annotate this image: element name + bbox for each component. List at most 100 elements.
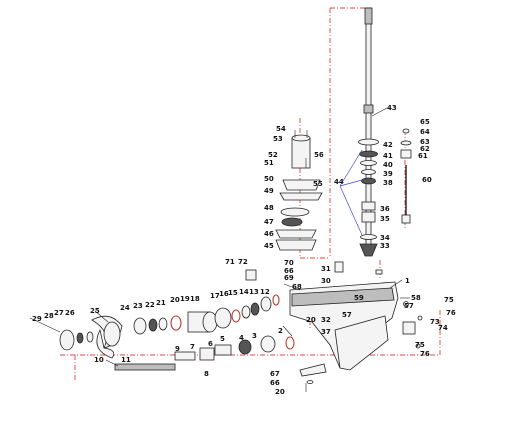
oring-21 xyxy=(170,315,182,331)
shift-block-74 xyxy=(402,321,416,335)
sleeve-36 xyxy=(361,201,376,211)
label-52: 52 xyxy=(268,151,278,159)
label-21: 21 xyxy=(156,299,166,307)
label-42: 42 xyxy=(383,141,393,149)
label-54: 54 xyxy=(276,125,286,133)
leader-2 xyxy=(282,325,293,337)
propeller-assembly xyxy=(59,269,280,359)
label-8: 8 xyxy=(204,370,209,378)
label-34: 34 xyxy=(380,234,390,242)
label-25: 25 xyxy=(90,307,100,315)
leader-43 xyxy=(371,107,388,117)
skeg-section xyxy=(334,315,389,371)
bearing-38 xyxy=(361,177,376,185)
label-70: 70 xyxy=(284,259,294,267)
label-11: 11 xyxy=(121,356,131,364)
washer-39 xyxy=(361,169,376,175)
shift-parts xyxy=(400,297,423,349)
label-57b: 57 xyxy=(404,302,414,310)
washer-15 xyxy=(241,305,251,319)
label-63: 63 xyxy=(420,138,430,146)
nut-57 xyxy=(403,301,409,307)
bearing-41 xyxy=(359,150,378,158)
anode-67 xyxy=(299,363,327,377)
part-number-labels: 1 2 3 4 5 6 7 8 9 10 11 12 13 14 15 16 1… xyxy=(32,104,456,396)
label-23: 23 xyxy=(133,302,143,310)
label-4: 4 xyxy=(239,334,244,342)
label-30: 30 xyxy=(321,277,331,285)
label-28: 28 xyxy=(44,312,54,320)
label-27: 27 xyxy=(54,309,64,317)
washer-40 xyxy=(360,160,377,166)
label-68: 68 xyxy=(292,283,302,291)
hub-29 xyxy=(59,329,75,351)
label-5: 5 xyxy=(220,335,225,343)
screw-75 xyxy=(417,315,423,321)
propeller-shaft-assembly xyxy=(114,335,295,371)
part-72 xyxy=(245,269,257,281)
oring-16 xyxy=(231,309,241,323)
pump-housing-53 xyxy=(291,137,311,169)
label-60: 60 xyxy=(422,176,432,184)
label-15: 15 xyxy=(228,289,238,297)
clutch-6 xyxy=(214,344,232,356)
prop-shaft-10 xyxy=(114,363,176,371)
label-53: 53 xyxy=(273,135,283,143)
label-49: 49 xyxy=(264,187,274,195)
label-36: 36 xyxy=(380,205,390,213)
label-3: 3 xyxy=(252,332,257,340)
spacer-24 xyxy=(133,317,147,335)
label-29: 29 xyxy=(32,315,42,323)
water-pump xyxy=(275,130,363,251)
label-20a: 20 xyxy=(170,296,180,304)
label-17: 17 xyxy=(210,292,220,300)
label-38: 38 xyxy=(383,179,393,187)
label-31: 31 xyxy=(321,265,331,273)
label-66b: 66 xyxy=(270,379,280,387)
label-46: 46 xyxy=(264,230,274,238)
label-57a: 57 xyxy=(342,311,352,319)
bearing-14 xyxy=(250,302,260,316)
impeller-50 xyxy=(282,179,321,191)
label-24: 24 xyxy=(120,304,130,312)
label-74: 74 xyxy=(438,324,448,332)
label-64: 64 xyxy=(420,128,430,136)
seal-63 xyxy=(400,140,412,146)
label-20c: 20 xyxy=(275,388,285,396)
pinion-33 xyxy=(359,243,378,257)
seal-22 xyxy=(158,317,168,331)
seal-47 xyxy=(281,217,303,227)
label-56: 56 xyxy=(314,151,324,159)
shim-2 xyxy=(285,336,295,350)
gear-3 xyxy=(260,335,276,353)
bearing-35 xyxy=(361,211,376,223)
oring-65 xyxy=(402,128,410,134)
label-14: 14 xyxy=(239,288,249,296)
leader-29 xyxy=(29,317,61,333)
label-67: 67 xyxy=(270,370,280,378)
label-1: 1 xyxy=(405,277,410,285)
label-7: 7 xyxy=(190,343,195,351)
label-13: 13 xyxy=(249,288,259,296)
guide-pump xyxy=(299,118,330,259)
shaft-9 xyxy=(174,351,196,361)
drive-shaft xyxy=(358,7,379,257)
leader-1 xyxy=(389,279,403,289)
label-18: 18 xyxy=(190,295,200,303)
label-40: 40 xyxy=(383,161,393,169)
label-32: 32 xyxy=(321,316,331,324)
label-16: 16 xyxy=(219,290,229,298)
plug-30 xyxy=(375,269,383,275)
shaft-spline-top xyxy=(364,7,373,25)
gasket-48 xyxy=(280,207,310,217)
label-19: 19 xyxy=(180,295,190,303)
shaft-collar xyxy=(363,104,374,114)
washer-27 xyxy=(86,331,94,343)
screw-75b xyxy=(415,343,421,349)
guide-lines xyxy=(60,7,441,380)
leader-10 xyxy=(105,359,119,367)
label-58: 58 xyxy=(411,294,421,302)
label-72: 72 xyxy=(238,258,248,266)
bearing-17 xyxy=(214,307,232,329)
